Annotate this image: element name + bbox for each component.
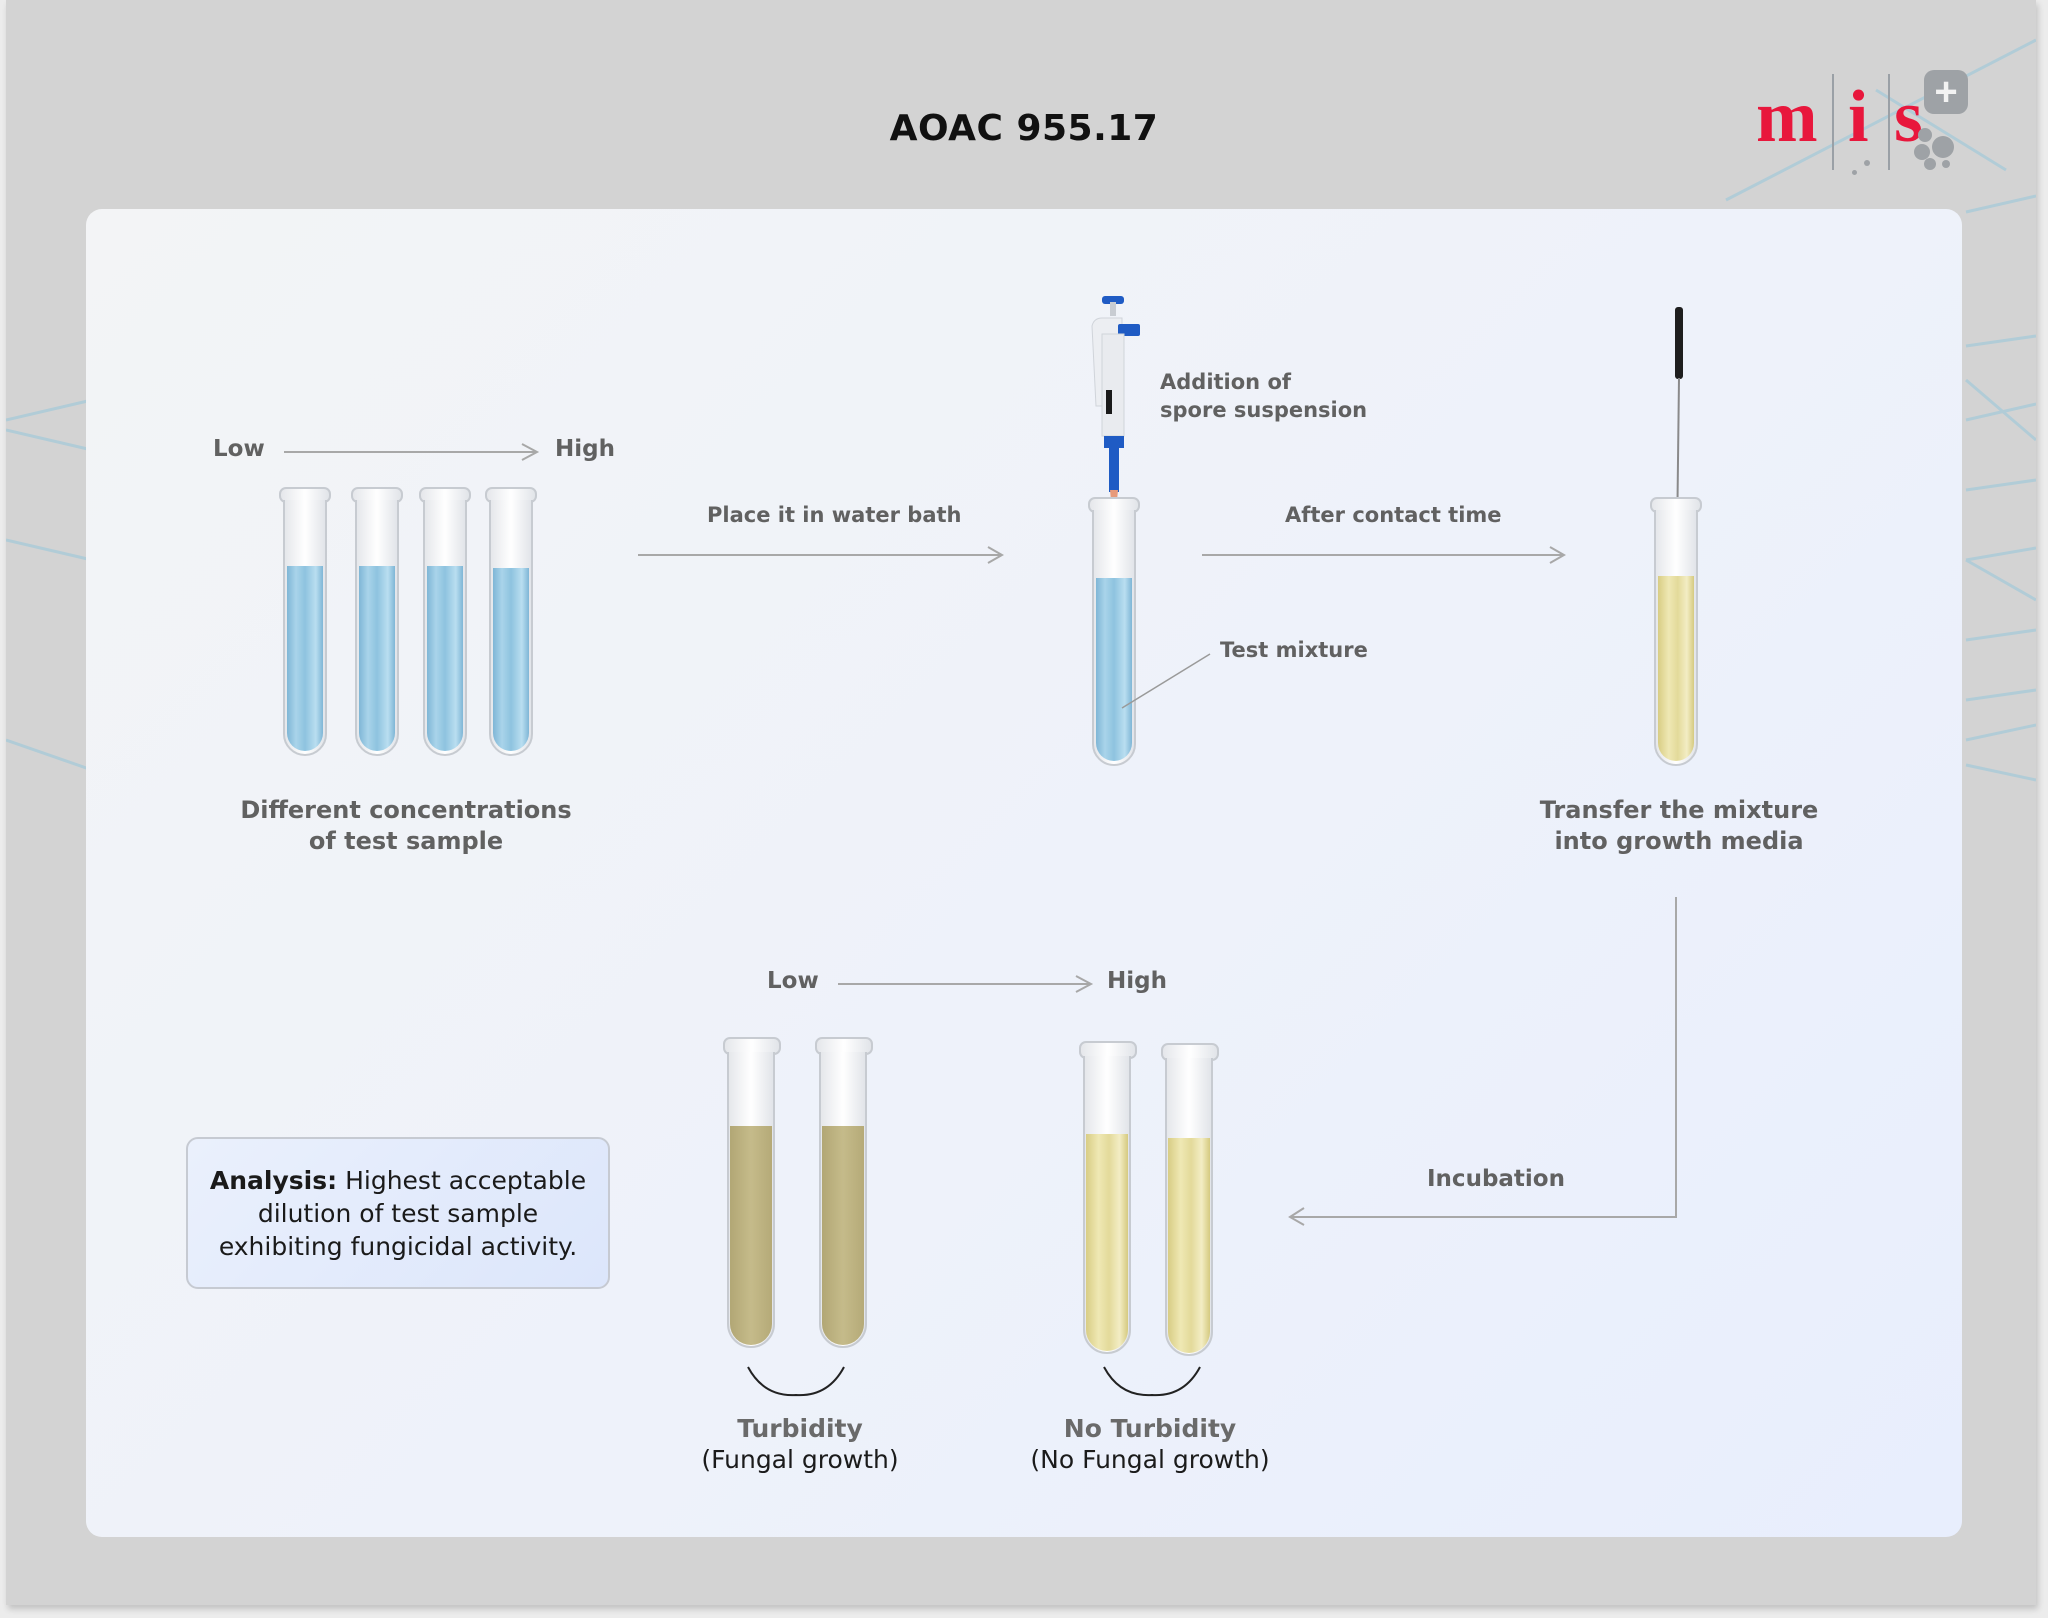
test-tube-icon	[815, 1037, 873, 1348]
test-tube-icon	[485, 487, 537, 756]
plus-icon: +	[1924, 70, 1968, 114]
logo-divider	[1832, 74, 1834, 170]
logo-dot	[1864, 160, 1870, 166]
logo-dot	[1924, 158, 1936, 170]
analysis-body: Highest acceptable dilution of test samp…	[218, 1165, 587, 1261]
test-tube-icon	[279, 487, 331, 756]
logo-dot	[1918, 128, 1932, 142]
logo-letter-i: i	[1848, 76, 1869, 158]
test-sample-tubes	[279, 487, 537, 756]
arrow1-label: Place it in water bath	[707, 503, 962, 527]
test-tube-icon	[1088, 497, 1140, 766]
arrow3-label: Incubation	[1427, 1166, 1565, 1192]
logo-dot	[1914, 144, 1930, 160]
step3-caption: Transfer the mixture into growth media	[1539, 796, 1819, 855]
step1-caption: Different concentrations of test sample	[240, 796, 572, 855]
gradient-high-label: High	[555, 436, 615, 462]
logo-dot	[1852, 170, 1857, 175]
clear-brace	[1103, 1366, 1201, 1397]
logo-divider	[1888, 74, 1890, 170]
clear-caption: No Turbidity (No Fungal growth)	[1030, 1414, 1270, 1474]
results-gradient-arrow	[838, 975, 1094, 993]
analysis-text: Analysis: Highest acceptable dilution of…	[200, 1164, 596, 1263]
turbid-caption: Turbidity (Fungal growth)	[701, 1414, 899, 1474]
arrow-water-bath	[638, 546, 1005, 564]
turbid-tubes	[723, 1037, 873, 1348]
results-gradient-low: Low	[767, 968, 819, 994]
decorative-lines	[6, 38, 2036, 782]
diagram-panel	[86, 209, 1962, 1537]
logo-dot	[1932, 136, 1954, 158]
gradient-arrow	[284, 443, 540, 461]
loop-and-tube	[1650, 307, 1702, 766]
arrow2-label: After contact time	[1285, 503, 1502, 527]
pipette-and-tube	[1088, 296, 1140, 766]
results-gradient-high: High	[1107, 968, 1167, 994]
analysis-box: Analysis: Highest acceptable dilution of…	[186, 1137, 610, 1289]
test-tube-icon	[723, 1037, 781, 1348]
test-tube-icon	[1650, 497, 1702, 766]
test-mixture-label: Test mixture	[1220, 638, 1368, 662]
logo-letter-m: m	[1756, 76, 1818, 158]
analysis-label: Analysis:	[209, 1165, 338, 1195]
test-tube-icon	[351, 487, 403, 756]
page-title: AOAC 955.17	[889, 108, 1159, 149]
test-tube-icon	[1161, 1043, 1219, 1356]
logo-dot	[1942, 160, 1950, 168]
arrow-incubation	[1288, 897, 1677, 1226]
gradient-low-label: Low	[213, 436, 265, 462]
test-mixture-leader-line	[1121, 653, 1211, 709]
test-tube-icon	[1079, 1041, 1137, 1354]
mis-logo: m i s +	[1756, 62, 1976, 182]
clear-tubes	[1079, 1041, 1219, 1356]
test-tube-icon	[419, 487, 471, 756]
turbid-brace	[747, 1366, 845, 1397]
pipette-icon	[1091, 296, 1140, 522]
pipette-label: Addition of spore suspension	[1160, 370, 1368, 422]
arrow-contact-time	[1202, 546, 1567, 564]
logo-letter-s: s	[1894, 76, 1923, 158]
